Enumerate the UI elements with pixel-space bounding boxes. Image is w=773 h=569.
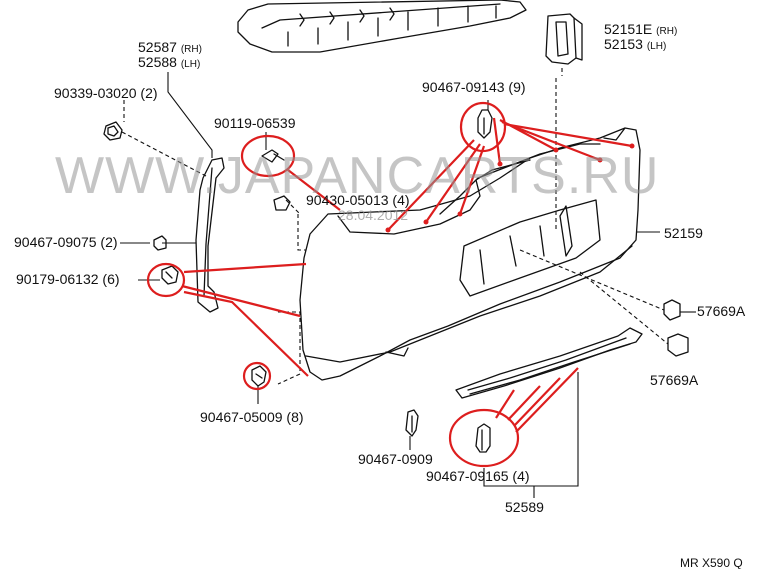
- part-label-90179-06132: 90179-06132 (6): [16, 271, 120, 287]
- watermark-site: WWW.JAPANCARTS.RU: [55, 147, 660, 205]
- part-label-90119-06539: 90119-06539: [214, 115, 296, 131]
- part-label-90467-05009: 90467-05009 (8): [200, 409, 304, 425]
- part-label-52589: 52589: [505, 499, 544, 515]
- diagram-code: MR X590 Q: [680, 556, 743, 569]
- part-label-52153: 52153 (LH): [604, 36, 667, 53]
- red-callouts: [146, 101, 633, 468]
- callout-circle-90179: [146, 262, 186, 298]
- callout-circle-90467-09165: [448, 408, 520, 468]
- part-label-52588: 52588 (LH): [138, 54, 201, 71]
- part-label-52151e: 52151E (RH): [604, 21, 678, 38]
- callout-points: [385, 143, 635, 233]
- part-label-57669a-1: 57669A: [697, 303, 746, 319]
- bumper-reinforcement-beam: [237, 0, 527, 53]
- part-label-90467-09075: 90467-09075 (2): [14, 234, 118, 250]
- callout-circle-90119: [240, 134, 296, 178]
- part-label-52587: 52587 (RH): [138, 39, 202, 56]
- part-label-52159: 52159: [664, 225, 703, 241]
- bumper-cover-52159: [299, 127, 641, 381]
- leader-lines: [120, 68, 696, 498]
- watermark-date: 28.04.2012: [338, 207, 409, 223]
- bumper-molding-52589: [455, 327, 643, 399]
- part-label-57669a-2: 57669A: [650, 372, 699, 388]
- callout-circle-90467-05009: [242, 361, 272, 391]
- part-label-90467-09165: 90467-09165 (4): [426, 468, 530, 484]
- fastener-icons: [103, 109, 689, 453]
- part-label-90467-09143: 90467-09143 (9): [422, 79, 526, 95]
- part-label-90430-05013: 90430-05013 (4): [306, 192, 410, 208]
- side-retainer-52151e: [545, 13, 583, 65]
- part-label-90467-0909: 90467-0909: [358, 451, 433, 467]
- part-label-90339-03020: 90339-03020 (2): [54, 85, 158, 101]
- side-bracket-52587: [195, 157, 225, 313]
